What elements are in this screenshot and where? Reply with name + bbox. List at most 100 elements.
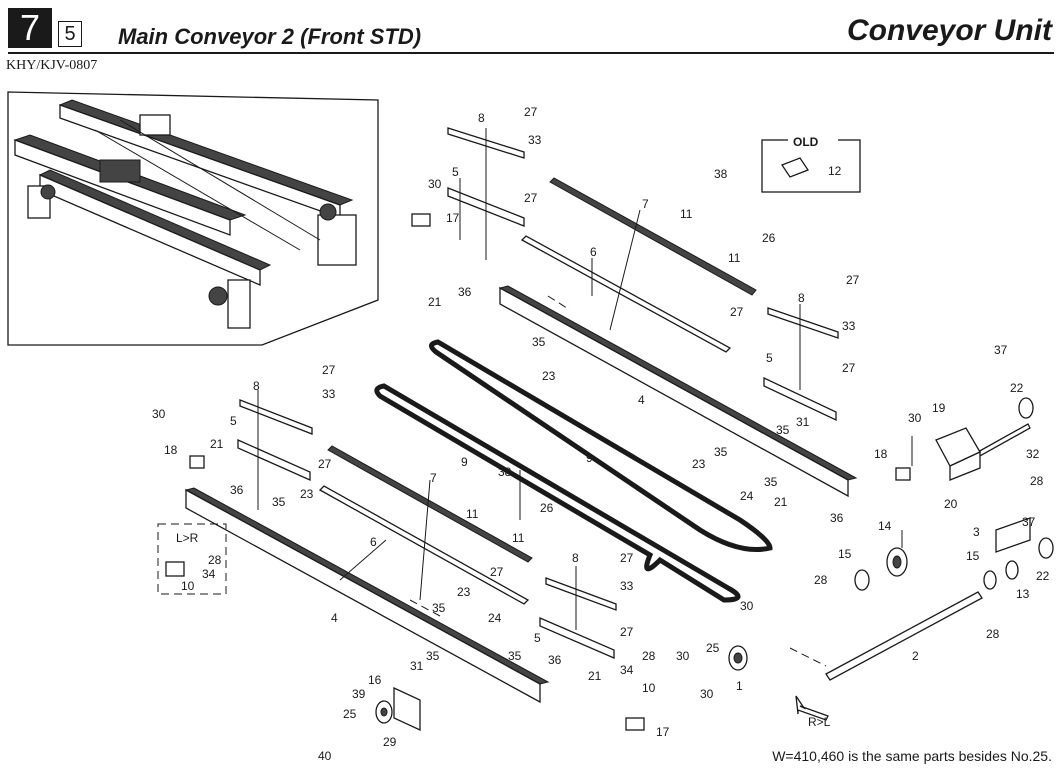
svg-text:39: 39 (352, 687, 366, 701)
svg-text:10: 10 (181, 579, 195, 593)
plate-5-c (237, 438, 311, 482)
svg-text:22: 22 (1010, 381, 1024, 395)
svg-text:8: 8 (798, 291, 805, 305)
doc-code: KHY/KJV-0807 (6, 58, 98, 73)
bracket-16 (393, 686, 421, 732)
svg-text:36: 36 (230, 483, 244, 497)
svg-text:2: 2 (912, 649, 919, 663)
svg-text:27: 27 (524, 191, 538, 205)
svg-text:36: 36 (830, 511, 844, 525)
svg-text:17: 17 (656, 725, 670, 739)
direction-rl-label: R>L (808, 715, 831, 729)
svg-text:21: 21 (588, 669, 602, 683)
svg-text:27: 27 (322, 363, 336, 377)
plate-8-c (239, 399, 313, 435)
motor-19 (935, 427, 981, 481)
svg-text:26: 26 (762, 231, 776, 245)
svg-text:33: 33 (528, 133, 542, 147)
svg-text:7: 7 (430, 471, 437, 485)
footnote: W=410,460 is the same parts besides No.2… (772, 748, 1052, 764)
svg-text:37: 37 (994, 343, 1008, 357)
svg-text:30: 30 (700, 687, 714, 701)
svg-text:35: 35 (432, 601, 446, 615)
pulley-14 (886, 547, 908, 577)
unit-title: Conveyor Unit (846, 14, 1052, 47)
svg-text:16: 16 (368, 673, 382, 687)
svg-text:29: 29 (383, 735, 397, 749)
svg-text:13: 13 (1016, 587, 1030, 601)
svg-text:28: 28 (208, 553, 222, 567)
svg-text:28: 28 (814, 573, 828, 587)
block-18-b (895, 467, 911, 481)
svg-text:27: 27 (490, 565, 504, 579)
svg-text:31: 31 (410, 659, 424, 673)
svg-text:26: 26 (540, 501, 554, 515)
bracket-3 (995, 517, 1031, 553)
svg-text:15: 15 (966, 549, 980, 563)
belt-9-lower (374, 383, 741, 603)
rail-7-upper (549, 177, 757, 296)
shaft-2 (825, 591, 983, 681)
svg-text:27: 27 (524, 105, 538, 119)
svg-text:35: 35 (426, 649, 440, 663)
plate-5-d (539, 617, 615, 659)
svg-text:7: 7 (642, 197, 649, 211)
svg-text:15: 15 (838, 547, 852, 561)
svg-text:5: 5 (452, 165, 459, 179)
svg-text:30: 30 (908, 411, 922, 425)
svg-text:32: 32 (1026, 447, 1040, 461)
svg-text:30: 30 (676, 649, 690, 663)
lr-variant-box: L>R (157, 523, 227, 595)
svg-text:3: 3 (973, 525, 980, 539)
svg-text:28: 28 (986, 627, 1000, 641)
header-rule (8, 52, 1054, 54)
svg-text:4: 4 (638, 393, 645, 407)
svg-text:36: 36 (458, 285, 472, 299)
svg-text:5: 5 (534, 631, 541, 645)
svg-text:9: 9 (461, 455, 468, 469)
page-title: Main Conveyor 2 (Front STD) (118, 24, 422, 49)
svg-text:33: 33 (322, 387, 336, 401)
overview-inset (7, 91, 379, 346)
plate-5-b (763, 376, 837, 422)
svg-text:10: 10 (642, 681, 656, 695)
svg-text:28: 28 (1030, 474, 1044, 488)
svg-text:11: 11 (680, 207, 693, 221)
svg-text:35: 35 (776, 423, 790, 437)
svg-text:27: 27 (620, 551, 634, 565)
old-part-box: OLD (761, 132, 861, 193)
svg-text:37: 37 (1022, 515, 1036, 529)
svg-text:25: 25 (343, 707, 357, 721)
svg-text:9: 9 (586, 451, 593, 465)
svg-text:8: 8 (253, 379, 260, 393)
svg-text:23: 23 (692, 457, 706, 471)
svg-text:18: 18 (164, 443, 178, 457)
svg-text:36: 36 (548, 653, 562, 667)
block-18-a (189, 455, 205, 469)
belt-9-upper (429, 339, 773, 553)
svg-text:11: 11 (512, 531, 525, 545)
svg-text:28: 28 (642, 649, 656, 663)
svg-text:11: 11 (728, 251, 741, 265)
svg-text:6: 6 (370, 535, 377, 549)
svg-text:23: 23 (542, 369, 556, 383)
svg-text:35: 35 (508, 649, 522, 663)
svg-text:34: 34 (202, 567, 216, 581)
svg-text:35: 35 (764, 475, 778, 489)
pulley-1 (728, 645, 748, 671)
svg-text:24: 24 (740, 489, 754, 503)
pulley-22-b (1038, 537, 1054, 559)
svg-text:27: 27 (846, 273, 860, 287)
svg-text:30: 30 (152, 407, 166, 421)
old-box-label: OLD (793, 135, 819, 149)
svg-text:11: 11 (466, 507, 479, 521)
svg-text:27: 27 (842, 361, 856, 375)
svg-text:33: 33 (842, 319, 856, 333)
svg-text:25: 25 (706, 641, 720, 655)
direction-lr-label: L>R (176, 531, 199, 545)
svg-text:5: 5 (230, 414, 237, 428)
svg-text:23: 23 (457, 585, 471, 599)
svg-text:35: 35 (272, 495, 286, 509)
svg-text:34: 34 (620, 663, 634, 677)
